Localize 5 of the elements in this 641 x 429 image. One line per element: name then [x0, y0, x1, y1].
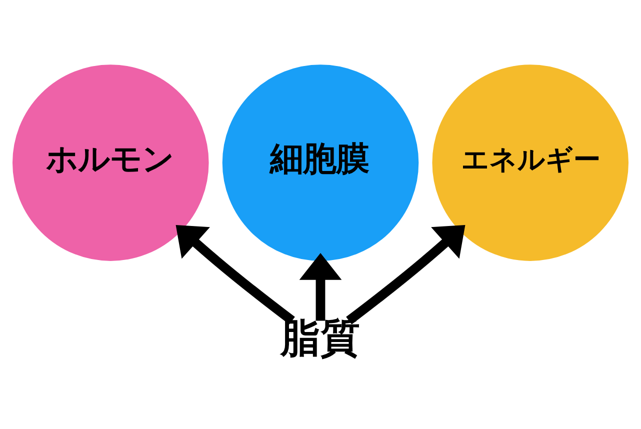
arrow: [176, 224, 295, 324]
node-circle: 細胞膜: [222, 64, 419, 260]
node-text: 脂質: [280, 315, 360, 362]
arrow: [346, 224, 466, 324]
arrow: [299, 252, 342, 320]
